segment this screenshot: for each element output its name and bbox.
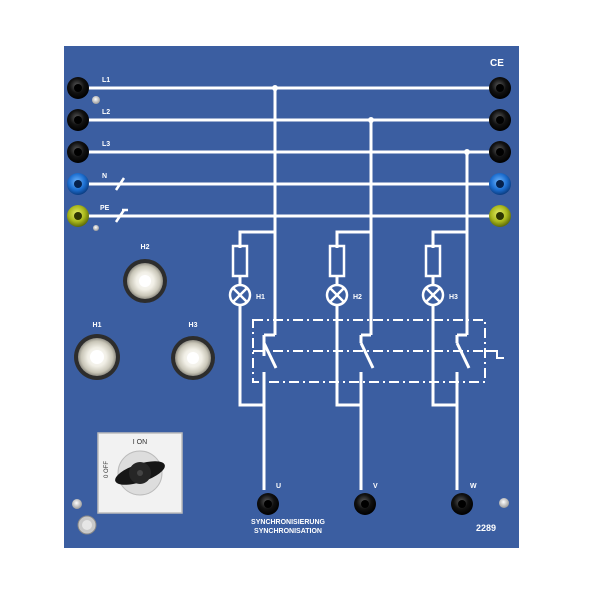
resistor-icon xyxy=(231,244,442,278)
junction-dots xyxy=(272,85,470,155)
screw-icon xyxy=(72,499,82,509)
output-label-v: V xyxy=(373,483,378,490)
socket-l2-out[interactable] xyxy=(489,109,511,131)
indicator-label-h1: H1 xyxy=(93,322,102,329)
rotary-switch[interactable] xyxy=(97,432,183,514)
lamp-label-h1: H1 xyxy=(256,294,265,301)
switch-off-label: 0 OFF xyxy=(104,461,110,478)
indicator-label-h3: H3 xyxy=(189,322,198,329)
socket-l2-in[interactable] xyxy=(67,109,89,131)
socket-l3-out[interactable] xyxy=(489,141,511,163)
indicator-label-h2: H2 xyxy=(141,244,150,251)
hologram-seal-icon xyxy=(77,515,97,535)
bus-lines xyxy=(80,86,496,218)
socket-l3-in[interactable] xyxy=(67,141,89,163)
socket-n-out[interactable] xyxy=(489,173,511,195)
linkage-actuator xyxy=(485,350,504,359)
screw-icon xyxy=(499,498,509,508)
ce-mark: CE xyxy=(490,58,504,69)
screw-icon xyxy=(92,96,100,104)
branch-wiring xyxy=(238,88,471,490)
socket-l1-in[interactable] xyxy=(67,77,89,99)
lamp-label-h2: H2 xyxy=(353,294,362,301)
panel-title-de: SYNCHRONISIERUNG xyxy=(251,519,325,526)
indicator-light-h3 xyxy=(171,336,215,380)
socket-w-out[interactable] xyxy=(451,493,473,515)
bus-label-l2: L2 xyxy=(102,109,110,116)
bus-label-n: N xyxy=(102,173,107,180)
output-label-u: U xyxy=(276,483,281,490)
socket-l1-out[interactable] xyxy=(489,77,511,99)
bus-label-l1: L1 xyxy=(102,77,110,84)
indicator-light-h2 xyxy=(123,259,167,303)
lamp-icon xyxy=(228,283,445,307)
output-label-w: W xyxy=(470,483,477,490)
socket-pe-out[interactable] xyxy=(489,205,511,227)
lamp-label-h3: H3 xyxy=(449,294,458,301)
rotary-knob-icon[interactable] xyxy=(112,456,167,489)
model-number: 2289 xyxy=(476,523,496,533)
conductor-marks xyxy=(114,177,128,223)
switch-on-label: I ON xyxy=(133,439,147,446)
indicator-light-h1 xyxy=(74,334,120,380)
socket-pe-in[interactable] xyxy=(67,205,89,227)
socket-u-out[interactable] xyxy=(257,493,279,515)
screw-icon xyxy=(93,225,99,231)
bus-label-pe: PE xyxy=(100,205,110,212)
socket-v-out[interactable] xyxy=(354,493,376,515)
bus-label-l3: L3 xyxy=(102,141,110,148)
socket-n-in[interactable] xyxy=(67,173,89,195)
panel-title-fr: SYNCHRONISATION xyxy=(254,528,322,535)
